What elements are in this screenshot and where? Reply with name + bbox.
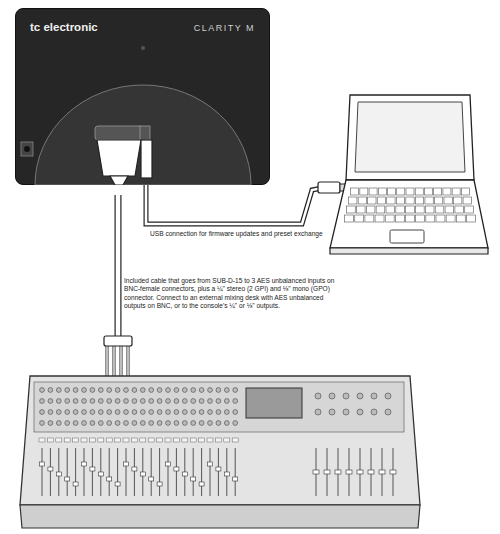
- mixing-console: [20, 376, 420, 528]
- keyboard: [345, 188, 476, 222]
- model-name: CLARITY M: [194, 23, 255, 33]
- device-housing: tc electronic CLARITY M: [15, 8, 270, 185]
- usb-plug: [318, 182, 340, 193]
- touchpad: [390, 230, 424, 243]
- brand-name: tc electronic: [30, 21, 98, 33]
- note-text: Included cable that goes from SUB-D-15 t…: [124, 277, 336, 311]
- note-text: USB connection for firmware updates and …: [150, 230, 325, 238]
- subd-cable-inner: [116, 195, 121, 340]
- device-back-panel: [15, 8, 270, 185]
- breakout-wires: [107, 346, 128, 378]
- subd-cable: [115, 195, 122, 340]
- breakout-splitter: [104, 336, 132, 346]
- laptop: [330, 95, 488, 254]
